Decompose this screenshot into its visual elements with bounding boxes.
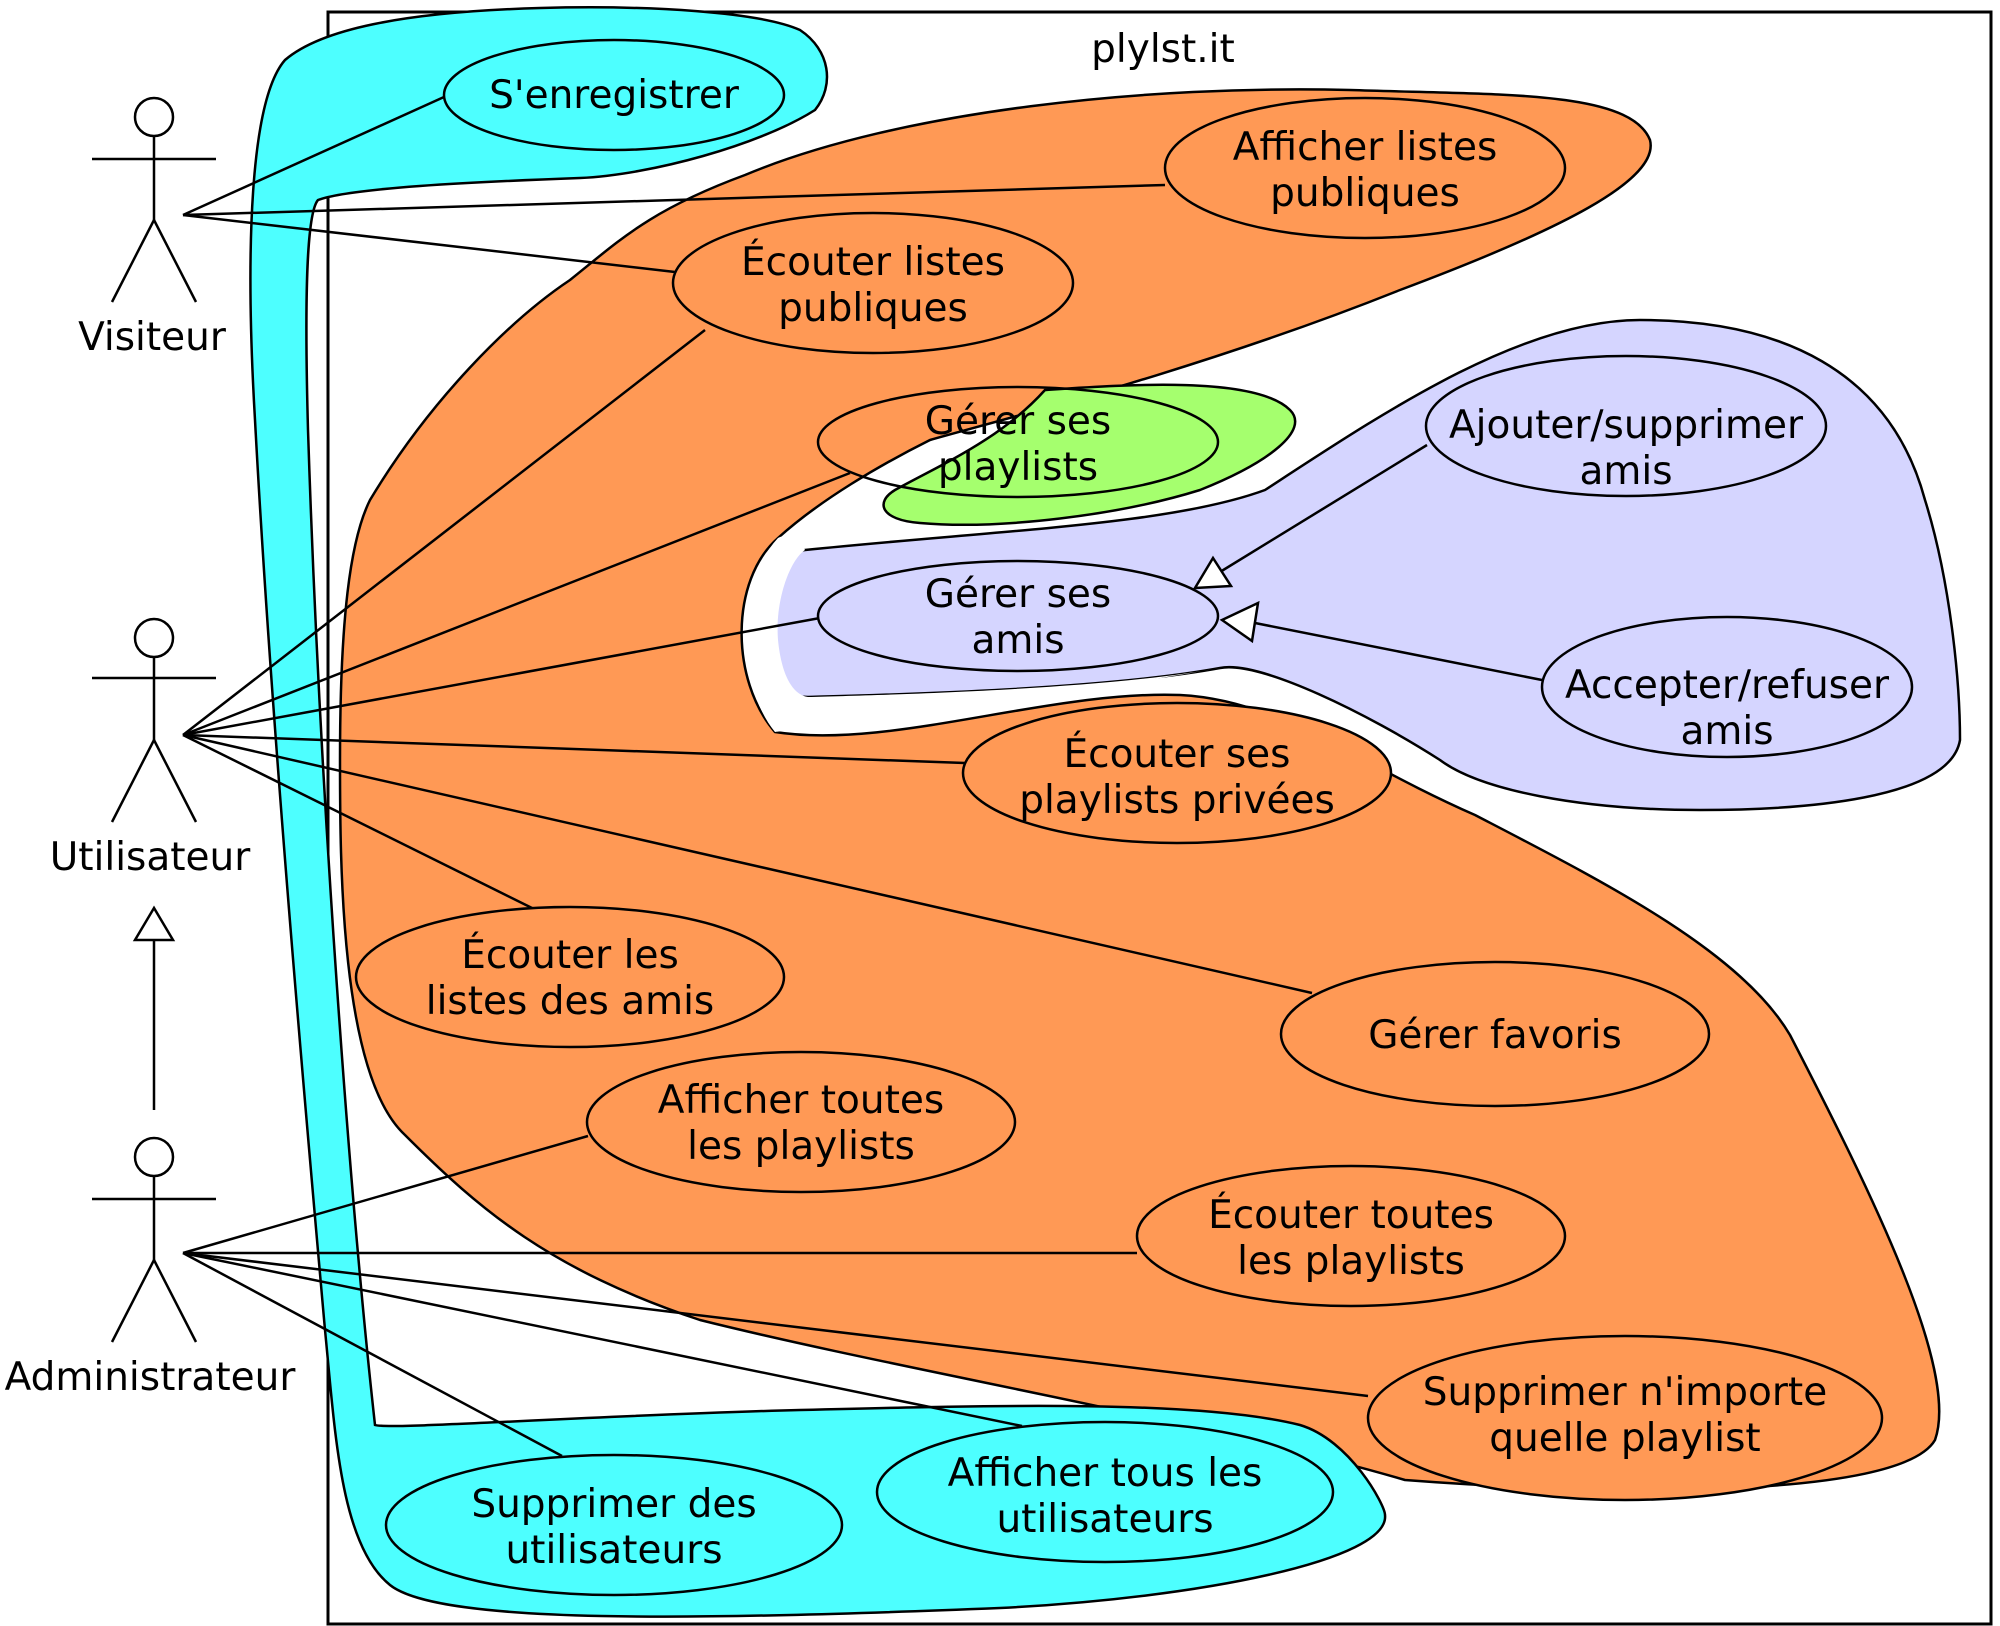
playlists-region	[882, 383, 1297, 526]
use-case-label: Gérer favoris	[1368, 1013, 1622, 1058]
associations	[182, 95, 1369, 1458]
generalization-arrowhead	[1219, 600, 1260, 644]
friends-gap	[745, 535, 1220, 732]
system-title: plylst.it	[1091, 27, 1235, 72]
actor-administrateur: Administrateur	[5, 1136, 297, 1400]
actor-name: Visiteur	[78, 315, 227, 360]
use-case-gerer-favoris: Gérer favoris	[1279, 960, 1711, 1108]
actor-utilisateur: Utilisateur	[50, 617, 252, 880]
generalization-arrowhead	[132, 905, 176, 942]
actor-name: Administrateur	[5, 1355, 297, 1400]
stick-figure-icon	[92, 617, 216, 823]
stick-figure-icon	[92, 96, 216, 303]
use-case-senregistrer: S'enregistrer	[442, 38, 786, 152]
system-boundary	[326, 10, 1993, 1626]
generalizations	[132, 443, 1553, 1110]
stick-figure-icon	[92, 1136, 216, 1343]
use-case-label: S'enregistrer	[489, 73, 740, 118]
actor-name: Utilisateur	[50, 835, 252, 880]
actor-visiteur: Visiteur	[78, 96, 227, 360]
generalization-arrowhead	[1192, 555, 1234, 590]
